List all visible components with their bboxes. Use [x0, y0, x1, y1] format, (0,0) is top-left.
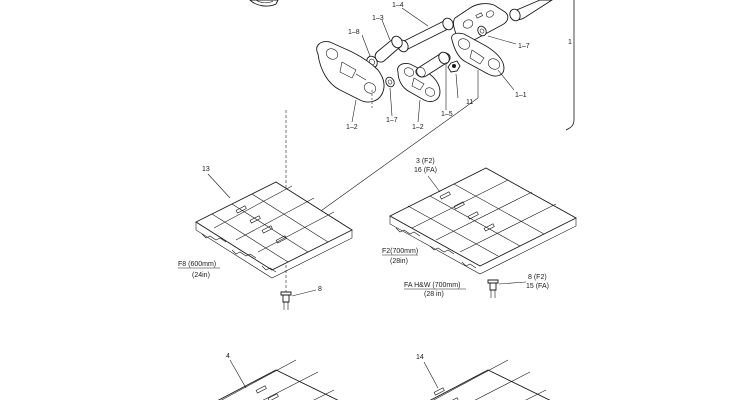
- bolt-8: [280, 291, 292, 310]
- bolt-8-f2-callout: 8 (F2): [528, 274, 547, 281]
- label-1-8: 1–8: [348, 29, 360, 36]
- label-1-2-mid: 1–2: [412, 124, 424, 131]
- nut-11: [447, 60, 461, 73]
- link-left-1-2: [316, 41, 385, 103]
- group-bracket: [565, 0, 575, 131]
- shoe-3-width: F2(700mm): [382, 248, 418, 255]
- shoe-3-fa-label: FA H&W (700mm): [404, 282, 460, 289]
- label-11: 11: [466, 99, 473, 106]
- callout-16-fa: 16 (FA): [414, 167, 437, 174]
- shoe-4: [217, 359, 339, 400]
- shoe-3-inch: (28in): [390, 258, 408, 265]
- label-1-3: 1–3: [372, 15, 384, 22]
- shoe-13: [195, 181, 353, 279]
- bolt-8-callout: 8: [318, 286, 322, 293]
- shoe-3: [389, 167, 577, 275]
- shoe-13-inch: (24in): [192, 272, 210, 279]
- label-1-4: 1–4: [392, 2, 404, 9]
- link-upper-right: [453, 3, 509, 43]
- pin-top-right: [509, 0, 553, 22]
- shoe-13-width: F8 (600mm): [178, 261, 216, 268]
- label-1-1: 1–1: [515, 92, 527, 99]
- bushing-1-3: [374, 35, 403, 63]
- shoe-14: [429, 359, 551, 400]
- pin-upper: [397, 17, 454, 53]
- label-group-1: 1: [568, 39, 572, 46]
- label-1-2-left: 1–2: [346, 124, 358, 131]
- seal-1-7-low: [385, 76, 395, 88]
- shoe-4-assembly: 4: [217, 353, 339, 400]
- callout-14: 14: [416, 354, 424, 361]
- callout-3-f2: 3 (F2): [416, 158, 435, 165]
- link-mid-1-2: [397, 63, 441, 103]
- shoe-3-fa-inch: (28 in): [424, 291, 444, 298]
- shoe-13-assembly: 13 F8 (600mm) (24in) 8: [178, 166, 353, 310]
- label-1-7-right: 1–7: [518, 43, 530, 50]
- link-right-1-1: [451, 32, 505, 77]
- label-1-5: 1–5: [441, 111, 453, 118]
- callout-13: 13: [202, 166, 210, 173]
- shoe-3-assembly: 3 (F2) 16 (FA) F2(700mm) (28in) FA H&W (…: [382, 158, 577, 298]
- bolt-15-fa-callout: 15 (FA): [526, 283, 549, 290]
- callout-4: 4: [226, 353, 230, 360]
- seal-1-7-right: [477, 25, 487, 37]
- pin-lower-1-5: [415, 51, 451, 78]
- label-1-7-low: 1–7: [386, 117, 398, 124]
- roller-top-left: [249, 0, 279, 7]
- bolt-8-f2: [487, 279, 499, 298]
- leader-lines-top: [351, 7, 517, 123]
- shoe-14-assembly: 14: [416, 354, 551, 400]
